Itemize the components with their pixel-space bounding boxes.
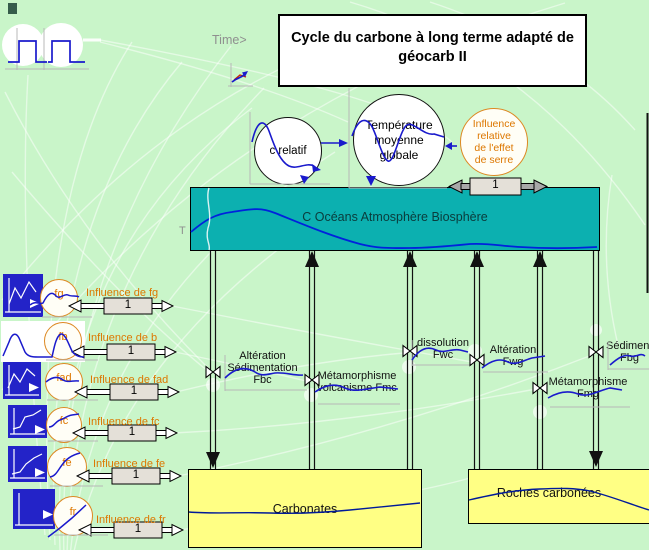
- slider-influence-fad[interactable]: 1: [74, 382, 180, 402]
- title-box: Cycle du carbone à long terme adapté de …: [278, 14, 587, 87]
- ocean-stock-label: C Océans Atmosphère Biosphère: [302, 210, 488, 224]
- influence-fad-label: Influence de fad: [90, 374, 169, 386]
- influence-fe-label: Influence de fe: [93, 458, 166, 470]
- pulse-graph-pad-2[interactable]: [39, 23, 83, 67]
- influence-fb-label: Influence de b: [88, 332, 158, 344]
- slider-top[interactable]: 1: [448, 177, 548, 197]
- slider-influence-fb[interactable]: 1: [71, 342, 177, 362]
- flow-label-sedimentation-fbg: SédimentationFbg: [606, 340, 649, 364]
- title-line1: Cycle du carbone à long terme adapté de: [291, 30, 574, 46]
- fb-bubble: [8, 322, 44, 358]
- influence-serre-label: Influence relative de l'effet de serre: [472, 118, 516, 166]
- slider-influence-fc[interactable]: 1: [72, 423, 178, 443]
- time-label: Time>: [212, 33, 247, 47]
- slider-influence-fr[interactable]: 1: [78, 520, 184, 540]
- graph-thumbnail-fr[interactable]: [13, 489, 55, 529]
- temperature-label: Température moyenne globale: [365, 117, 433, 162]
- pulse-graph-pad-1[interactable]: [2, 24, 44, 66]
- converter-c-relatif[interactable]: c relatif: [254, 117, 322, 185]
- slider-influence-fg[interactable]: 1: [68, 296, 174, 316]
- slider-influence-fe[interactable]: 1: [76, 466, 182, 486]
- stock-roches-carbonees[interactable]: Roches carbonées: [468, 469, 649, 524]
- graph-thumbnail-fg[interactable]: [3, 274, 43, 317]
- corner-mark: [8, 3, 17, 14]
- influence-fg-label: Influence de fg: [86, 287, 159, 299]
- graph-thumbnail-fc[interactable]: [8, 405, 47, 438]
- influence-fc-label: Influence de fc: [88, 416, 160, 428]
- slider-top-value: 1: [492, 179, 499, 191]
- graph-thumbnail-fad[interactable]: [3, 362, 41, 399]
- converter-temperature[interactable]: Température moyenne globale: [353, 94, 445, 186]
- roches-label: Roches carbonées: [496, 486, 602, 500]
- stock-carbonates[interactable]: Carbonates: [188, 469, 422, 548]
- time-axis-tick: T: [179, 225, 186, 237]
- carbonates-label: Carbonates: [272, 502, 338, 516]
- graph-thumbnail-fe[interactable]: [8, 446, 47, 482]
- title-line2: géocarb II: [398, 49, 467, 65]
- influence-fr-label: Influence de fr: [96, 514, 166, 526]
- converter-influence-serre[interactable]: Influence relative de l'effet de serre: [460, 108, 528, 176]
- c-relatif-label: c relatif: [269, 145, 307, 157]
